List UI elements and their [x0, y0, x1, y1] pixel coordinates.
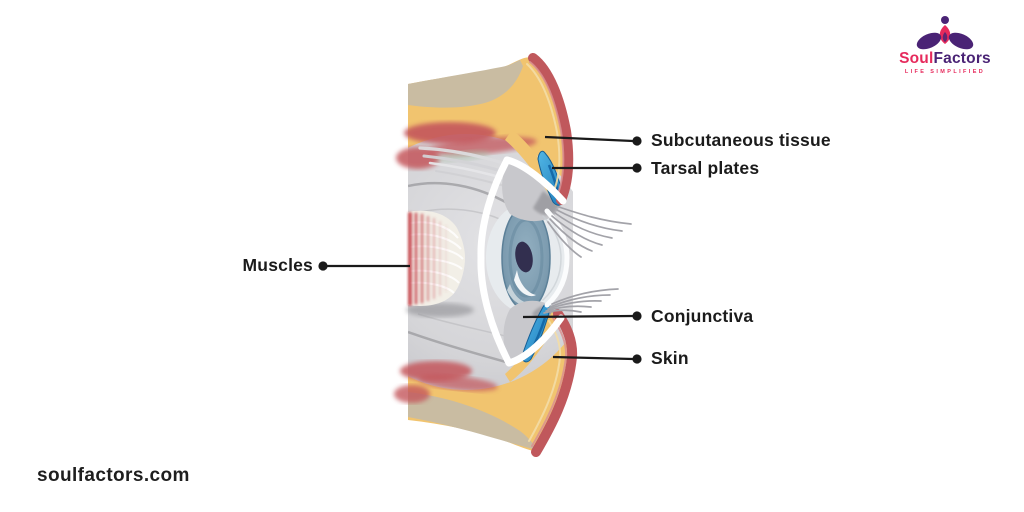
upper-eyelashes: [547, 206, 632, 258]
dot-tarsal-plates: [632, 163, 642, 173]
brand-tagline: LIFE SIMPLIFIED: [904, 69, 986, 75]
sclera-outline: [477, 156, 567, 367]
dot-skin: [632, 354, 642, 364]
brand-word-soul: Soul: [899, 50, 934, 67]
leader-skin: [552, 355, 634, 361]
leader-lines: [327, 135, 634, 361]
dot-conjunctiva: [632, 311, 642, 321]
website-url: soulfactors.com: [37, 465, 190, 486]
lower-eyelashes: [543, 288, 619, 314]
leader-subcutaneous-tissue: [544, 135, 634, 143]
label-tarsal-plates: Tarsal plates: [651, 158, 760, 178]
pupil: [514, 241, 536, 297]
leader-conjunctiva: [522, 314, 634, 319]
leader-dots: [318, 136, 642, 364]
brand-wordmark: SoulFactors: [899, 51, 991, 67]
lower-muscle-streaks: [394, 361, 498, 403]
dot-muscles: [318, 261, 328, 271]
dot-subcutaneous-tissue: [632, 136, 642, 146]
rectus-muscle: [406, 210, 474, 317]
lotus-flower-icon: [916, 16, 974, 50]
label-conjunctiva: Conjunctiva: [651, 306, 754, 326]
label-skin: Skin: [651, 348, 689, 368]
label-subcutaneous-tissue: Subcutaneous tissue: [651, 130, 831, 150]
brand-logo: SoulFactors LIFE SIMPLIFIED: [890, 14, 1000, 75]
brand-word-factors: Factors: [933, 50, 991, 67]
bone-layer: [408, 60, 537, 450]
label-muscles: Muscles: [242, 255, 313, 275]
